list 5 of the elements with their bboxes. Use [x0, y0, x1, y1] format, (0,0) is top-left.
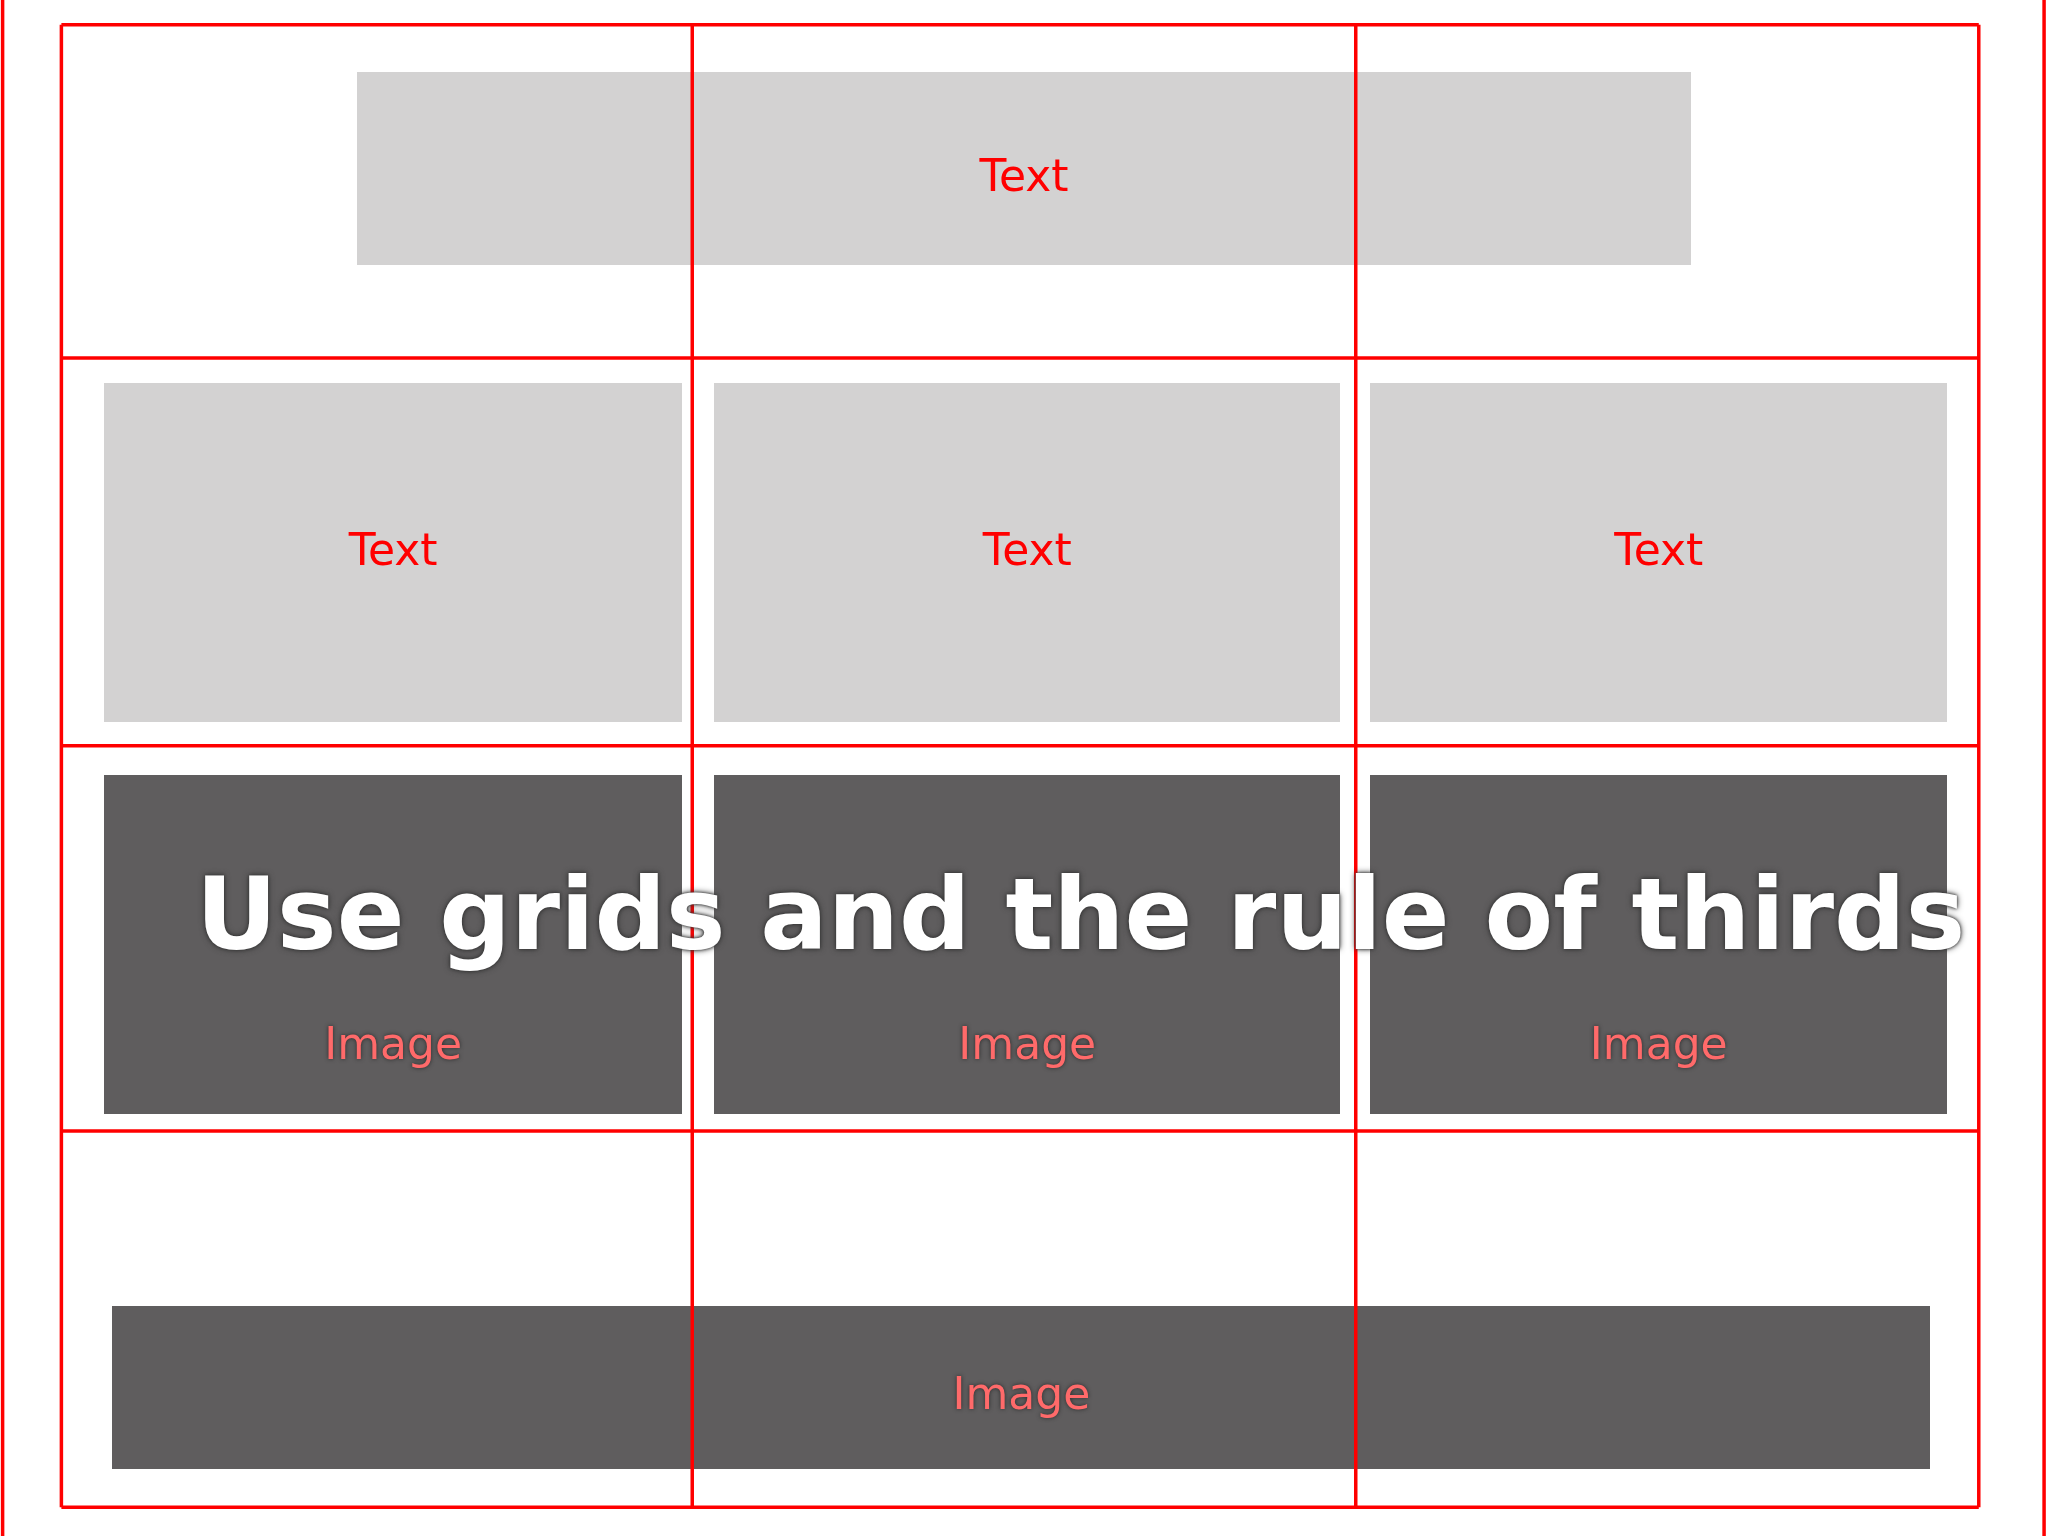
image-field: Image — [112, 1306, 1931, 1470]
text-field: Text — [104, 382, 682, 723]
text-field: Text — [1370, 382, 1948, 723]
text-field: Text — [714, 382, 1341, 723]
text-field: Text — [356, 71, 1692, 266]
